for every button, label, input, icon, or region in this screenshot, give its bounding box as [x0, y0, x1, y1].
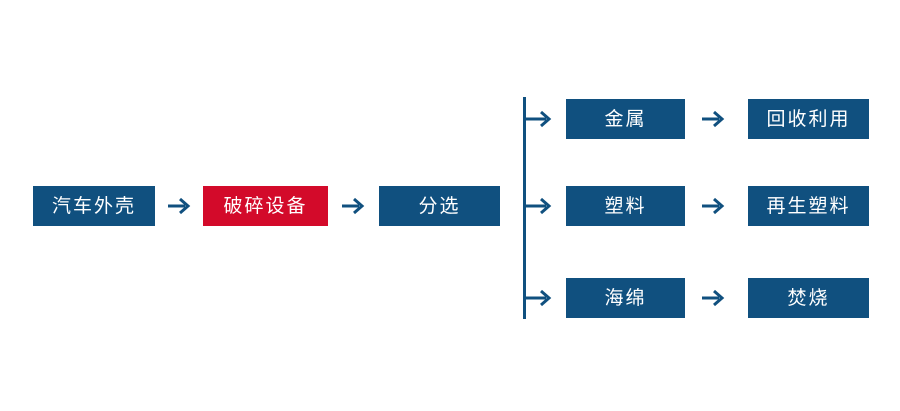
arrow-right-icon-sponge-to-incineration	[700, 285, 726, 311]
node-car-shell[interactable]: 汽车外壳	[33, 186, 155, 226]
vertical-bus-line	[523, 97, 526, 319]
node-sponge[interactable]: 海绵	[566, 278, 685, 318]
branch-arrow-right-icon-plastic	[524, 193, 554, 219]
node-plastic[interactable]: 塑料	[566, 186, 685, 226]
arrow-right-icon-plastic-to-regenerated	[700, 193, 726, 219]
node-crusher[interactable]: 破碎设备	[203, 186, 328, 226]
node-metal-output[interactable]: 回收利用	[748, 99, 869, 139]
branch-arrow-right-icon-sponge	[524, 285, 554, 311]
branch-arrow-right-icon-metal	[524, 106, 554, 132]
arrow-right-icon-crusher-to-sorting	[340, 193, 366, 219]
node-metal[interactable]: 金属	[566, 99, 685, 139]
arrow-right-icon-metal-to-recycle	[700, 106, 726, 132]
node-sponge-output[interactable]: 焚烧	[748, 278, 869, 318]
node-plastic-output[interactable]: 再生塑料	[748, 186, 869, 226]
arrow-right-icon-car-shell-to-crusher	[166, 193, 192, 219]
node-sorting[interactable]: 分选	[379, 186, 500, 226]
